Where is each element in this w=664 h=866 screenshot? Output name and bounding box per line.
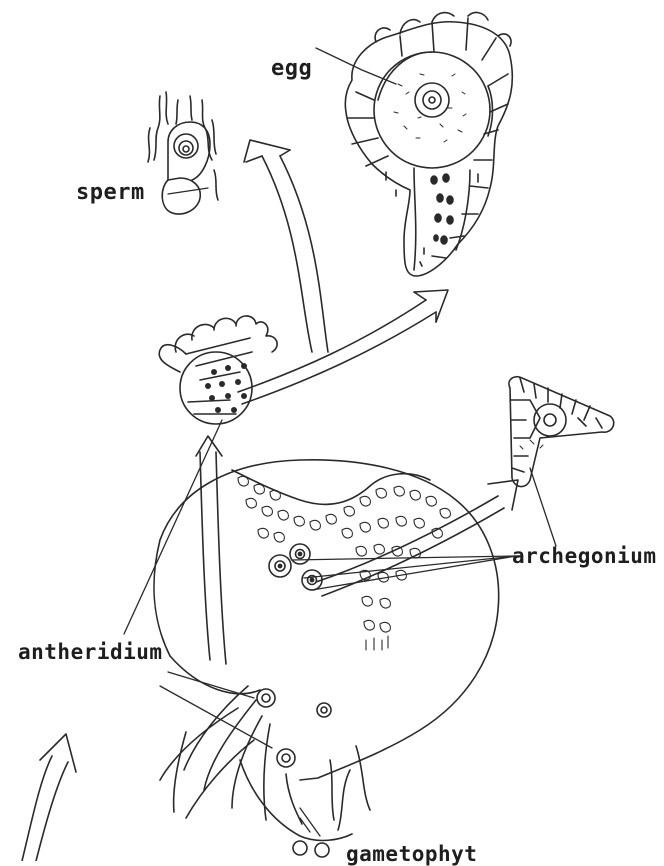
sperm-label: sperm (76, 180, 145, 205)
gametophyte-marker (293, 841, 329, 857)
arrow-to-sperm (244, 140, 328, 352)
egg-label: egg (271, 56, 312, 81)
leader-lines (124, 48, 556, 836)
antheridium-detail-illustration (159, 316, 277, 424)
egg-archegonium-illustration (345, 13, 512, 276)
prothallus-illustration (154, 460, 499, 841)
archegonium-label: archegonium (512, 544, 657, 568)
sperm-illustration (148, 92, 218, 214)
antheridium-label: antheridium (18, 640, 163, 664)
gametophyte-label: gametophyt (346, 842, 477, 866)
archegonium-detail-illustration (509, 377, 614, 487)
arrow-to-egg (238, 290, 448, 404)
arrow-lower-left (22, 734, 76, 861)
arrow-up-center (196, 436, 226, 664)
